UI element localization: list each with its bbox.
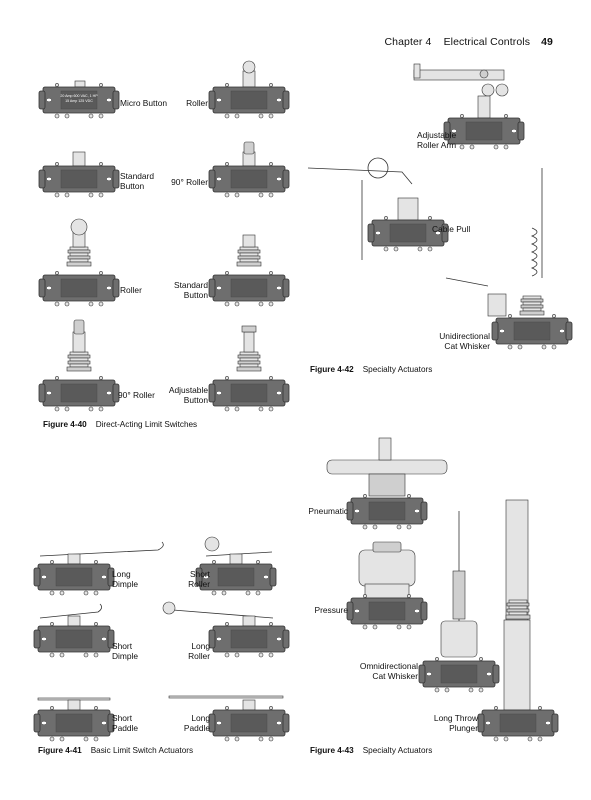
label-short-dimple: Short Dimple [112, 641, 139, 661]
label-standard-button: Standard Button [120, 171, 154, 191]
label-long-dimple: Long Dimple [112, 569, 139, 589]
label-90-roller-2: 90° Roller [118, 390, 155, 400]
label-short-paddle: Short Paddle [112, 713, 139, 733]
switch-standard-button-bushing [208, 234, 290, 307]
switch-adjustable-roller-arm [413, 63, 525, 150]
label-omnidirectional-cat-whisker: Omnidirectional Cat Whisker [359, 661, 418, 681]
switch-short-dimple [33, 603, 115, 658]
label-roller: Roller [120, 285, 142, 295]
label-pneumatic: Pneumatic [308, 506, 348, 516]
label-long-roller: Long Roller [188, 641, 210, 661]
figure-caption-4-41: Figure 4-41 Basic Limit Switch Actuators [38, 746, 193, 755]
switch-pressure [346, 541, 428, 630]
label-90-roller: 90° Roller [171, 177, 208, 187]
switch-short-paddle [33, 697, 115, 742]
page-header: Chapter 4 Electrical Controls 49 [384, 36, 553, 48]
caption-text: Direct-Acting Limit Switches [95, 420, 198, 429]
figure-caption-4-43: Figure 4-43 Specialty Actuators [310, 746, 432, 755]
page-number: 49 [541, 36, 553, 48]
switch-long-throw-plunger [477, 499, 559, 742]
switch-long-roller [162, 601, 290, 658]
label-adjustable-roller-arm: Adjustable Roller Arm [417, 130, 457, 150]
figure-caption-4-40: Figure 4-40 Direct-Acting Limit Switches [43, 420, 197, 429]
caption-text: Specialty Actuators [362, 746, 433, 755]
switch-roller-top [208, 60, 290, 119]
switch-unidirectional-cat-whisker [445, 168, 573, 350]
label-short-roller: Short Roller [188, 569, 210, 589]
label-long-paddle: Long Paddle [183, 713, 210, 733]
chapter-label: Chapter 4 [384, 36, 432, 48]
switch-roller-bushing [38, 218, 120, 307]
caption-text: Specialty Actuators [362, 365, 433, 374]
section-title: Electrical Controls [443, 36, 531, 48]
switch-marking-line2: 15 Amp 125 VDC [65, 99, 93, 103]
label-roller-top: Roller [186, 98, 208, 108]
caption-number: Figure 4-41 [38, 746, 82, 755]
caption-number: Figure 4-43 [310, 746, 354, 755]
switch-90-roller [208, 141, 290, 198]
caption-number: Figure 4-40 [43, 420, 87, 429]
caption-number: Figure 4-42 [310, 365, 354, 374]
label-standard-button-2: Standard Button [174, 280, 208, 300]
switch-pneumatic [326, 437, 448, 530]
switch-short-roller [195, 536, 277, 596]
label-unidirectional-cat-whisker: Unidirectional Cat Whisker [439, 331, 490, 351]
caption-text: Basic Limit Switch Actuators [90, 746, 194, 755]
switch-marking-line1: 20 Amp 600 VAC, 1 HP [60, 94, 98, 98]
switch-long-dimple [33, 541, 164, 596]
switch-adjustable-button-bushing [208, 325, 290, 412]
switch-micro-button [38, 80, 120, 119]
switch-90-roller-bushing [38, 319, 120, 412]
switch-long-paddle [168, 695, 290, 742]
switch-cable-pull [307, 157, 449, 260]
label-micro-button: Micro Button [120, 98, 168, 108]
label-cable-pull: Cable Pull [432, 224, 471, 234]
switch-omnidirectional-cat-whisker [418, 511, 500, 693]
figure-caption-4-42: Figure 4-42 Specialty Actuators [310, 365, 432, 374]
switch-standard-button [38, 151, 120, 198]
label-pressure: Pressure [314, 605, 348, 615]
label-adjustable-button: Adjustable Button [168, 385, 208, 405]
label-long-throw-plunger: Long Throw Plunger [433, 713, 478, 733]
